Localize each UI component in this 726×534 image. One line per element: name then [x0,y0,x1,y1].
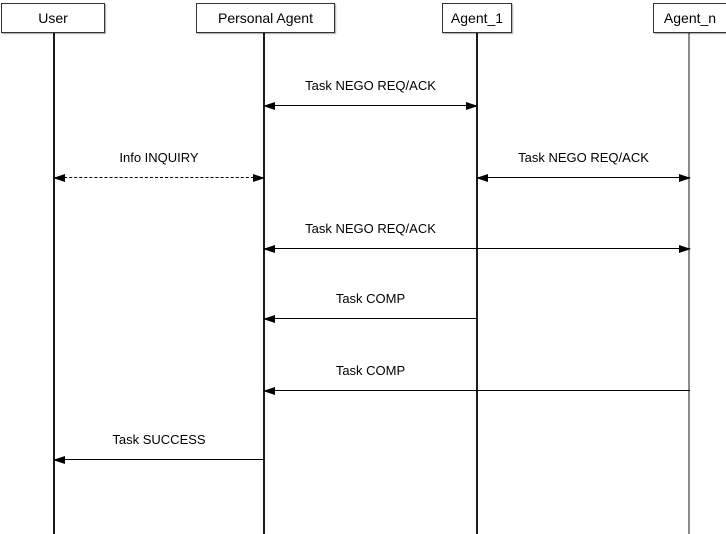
message-5-arrow [263,314,477,323]
message-1-arrow [263,101,478,110]
arrowhead-right-icon [679,173,691,182]
lifeline-agent-1 [476,33,478,534]
actor-box-user: User [1,3,105,33]
message-1-label: Task NEGO REQ/ACK [305,78,436,93]
message-5-label: Task COMP [335,291,406,306]
arrowhead-left-icon [263,244,275,253]
message-2-arrow [53,173,265,182]
arrowhead-left-icon [53,455,65,464]
lifeline-user [53,33,55,534]
actor-label-personal-agent: Personal Agent [218,10,313,26]
actor-label-user: User [38,10,68,26]
actor-box-agent-n: Agent_n [653,3,726,33]
arrowhead-left-icon [53,173,65,182]
arrowhead-left-icon [263,101,275,110]
message-7-label: Task SUCCESS [112,432,206,447]
arrowhead-left-icon [263,314,275,323]
message-7-arrow [53,455,264,464]
message-3-arrow [476,173,691,182]
arrowhead-left-icon [263,386,275,395]
actor-box-personal-agent: Personal Agent [196,3,335,33]
arrowhead-left-icon [476,173,488,182]
message-6-label: Task COMP [335,363,406,378]
message-4-arrow [263,244,691,253]
message-6-arrow [263,386,690,395]
arrowhead-right-icon [679,244,691,253]
arrowhead-right-icon [466,101,478,110]
message-4-label: Task NEGO REQ/ACK [305,221,436,236]
message-2-label: Info INQUIRY [119,150,199,165]
arrowhead-right-icon [253,173,265,182]
lifeline-personal-agent [263,33,265,534]
actor-label-agent-1: Agent_1 [450,10,504,26]
actor-label-agent-n: Agent_n [663,10,717,26]
lifeline-agent-n [688,33,690,534]
message-3-label: Task NEGO REQ/ACK [518,150,649,165]
actor-box-agent-1: Agent_1 [442,3,512,33]
